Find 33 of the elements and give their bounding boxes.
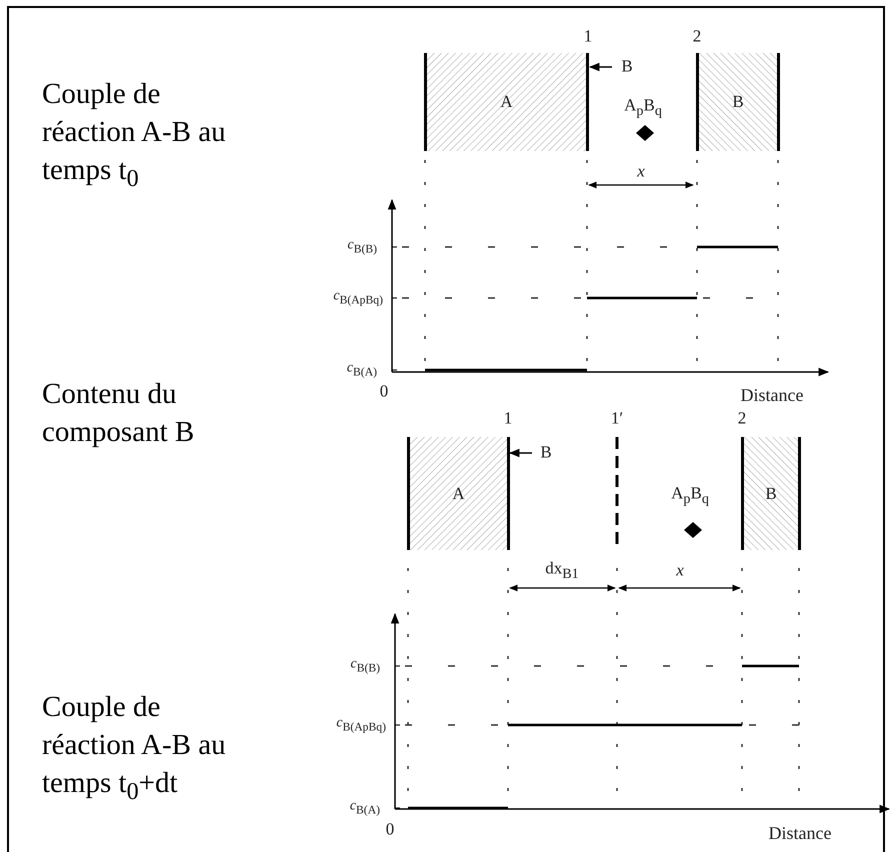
- axis-tick-label: c$_{B(ApBq)}$: [336, 716, 386, 734]
- hatched-region: [424, 53, 589, 151]
- side-caption: Couple de réaction A-B au temps t$_{0}$: [42, 77, 227, 194]
- region-label: A: [499, 92, 514, 112]
- region-label: A: [451, 484, 466, 504]
- hatched-region: [741, 437, 801, 550]
- axis-title: Distance: [740, 386, 804, 406]
- species-label: B: [621, 58, 633, 76]
- origin-label: 0: [380, 382, 388, 402]
- hatched-region: [696, 53, 780, 151]
- axis-tick-label: c$_{B(A)}$: [346, 360, 377, 380]
- region-label: B: [731, 92, 745, 112]
- interface-number: 2: [738, 410, 746, 428]
- phase-label: A$_{p}$B$_{q}$: [624, 96, 662, 120]
- species-label: B: [540, 444, 552, 462]
- interface-number: 2: [692, 28, 702, 46]
- side-caption: Contenu du composant B: [42, 377, 196, 450]
- interface-number: 1: [584, 28, 592, 46]
- hatched-region: [407, 437, 510, 550]
- dimension-label: x: [637, 162, 645, 182]
- axis-tick-label: c$_{B(B)}$: [347, 238, 377, 256]
- phase-label: A$_{p}$B$_{q}$: [671, 484, 709, 508]
- axis-tick-label: c$_{B(B)}$: [350, 656, 380, 676]
- axis-tick-label: c$_{B(ApBq)}$: [333, 288, 383, 308]
- origin-label: 0: [386, 820, 394, 840]
- dimension-label: x: [676, 562, 684, 580]
- interface-number: 1′: [610, 410, 624, 428]
- side-caption: Couple de réaction A-B au temps t$_{0}$+dt: [42, 690, 227, 807]
- axis-title: Distance: [768, 824, 832, 844]
- interface-number: 1: [504, 410, 512, 428]
- axis-tick-label: c$_{B(A)}$: [350, 798, 380, 818]
- region-label: B: [764, 484, 778, 504]
- dimension-label: dx$_{B1}$: [545, 560, 579, 582]
